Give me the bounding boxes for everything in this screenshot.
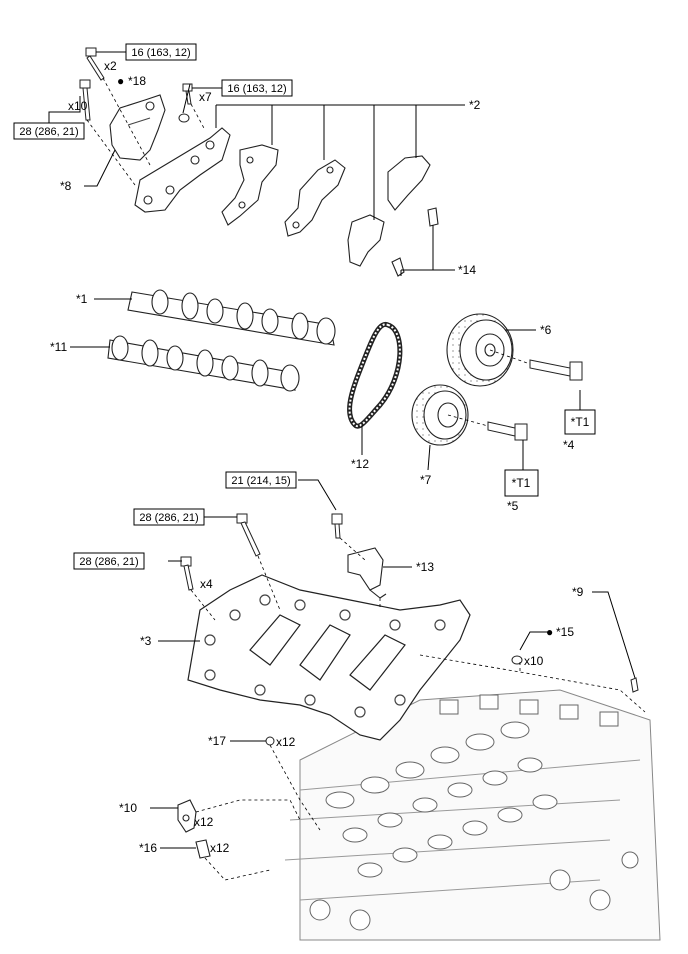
leader-lines — [48, 51, 636, 849]
bolt-tensioner — [331, 513, 343, 539]
assembly-guides — [86, 77, 646, 881]
camshaft-bearing-cap-frame — [187, 574, 471, 741]
spec-box-cover-short — [73, 552, 145, 570]
timing-chain — [347, 321, 403, 429]
qty-rocker-10: x12 — [194, 815, 214, 829]
tool-label-t1-a: *T1 — [571, 415, 590, 429]
bolt-x2 — [85, 47, 105, 81]
qty-housing-left: x10 — [68, 99, 88, 113]
spec-box-housing-top — [125, 43, 197, 61]
qty-cap-bolt: x7 — [199, 90, 212, 104]
torque-cover-short: 28 (286, 21) — [79, 556, 138, 568]
qty-lash-16: x12 — [210, 841, 230, 855]
qty-oring-17: x12 — [276, 735, 296, 749]
spec-box-housing-left — [13, 122, 85, 140]
cylinder-head-assembly — [284, 689, 661, 941]
bolt-t1-a — [529, 359, 583, 381]
non-reusable-mark-18: ● — [117, 74, 124, 88]
camshaft-housing — [109, 94, 231, 213]
tool-label-t1-b: *T1 — [512, 476, 531, 490]
label-16: *16 — [139, 841, 157, 855]
torque-housing-left: 28 (286, 21) — [19, 126, 78, 138]
label-11: *11 — [50, 340, 67, 354]
torque-cap-bolt: 16 (163, 12) — [227, 83, 286, 95]
label-1: *1 — [76, 292, 88, 306]
torque-tensioner: 21 (214, 15) — [231, 475, 290, 487]
lash-adjuster — [195, 839, 211, 859]
bolt-x10 — [79, 79, 91, 121]
label-2: *2 — [469, 98, 481, 112]
camshaft-intake — [107, 335, 300, 392]
oring-15 — [511, 655, 523, 665]
label-6: *6 — [540, 323, 552, 337]
label-8: *8 — [60, 179, 72, 193]
label-10: *10 — [119, 801, 137, 815]
label-12: *12 — [351, 457, 369, 471]
cam-timing-gear-6 — [446, 313, 514, 387]
tool-box-t1-b — [504, 469, 539, 497]
spec-box-cover-long — [133, 508, 205, 526]
torque-spec-boxes — [13, 43, 596, 570]
label-4: *4 — [563, 438, 575, 452]
oring-18 — [178, 113, 190, 123]
bearing-caps — [221, 144, 439, 277]
chain-tensioner — [347, 547, 387, 599]
spec-box-cap-bolt — [221, 79, 293, 97]
qty-housing-top: x2 — [104, 59, 117, 73]
camshaft-exhaust — [127, 289, 336, 346]
label-13: *13 — [416, 560, 434, 574]
oring-17 — [265, 736, 275, 746]
tool-box-t1-a — [564, 409, 596, 435]
bolt-t1-b — [487, 421, 528, 441]
label-7: *7 — [420, 473, 432, 487]
bolt-cover-long — [236, 513, 261, 557]
torque-housing-top: 16 (163, 12) — [131, 47, 190, 59]
pin-9 — [630, 677, 639, 693]
label-3: *3 — [140, 634, 152, 648]
label-17: *17 — [208, 734, 226, 748]
label-5: *5 — [507, 499, 519, 513]
label-14: *14 — [458, 263, 476, 277]
roller-rocker-arm — [177, 799, 197, 833]
label-15: *15 — [556, 625, 574, 639]
cam-timing-gear-7 — [411, 384, 469, 446]
text-layer: 16 (163, 12) 16 (163, 12) 28 (286, 21) 2… — [19, 47, 589, 855]
bolt-cover-short — [180, 556, 194, 591]
torque-cover-long: 28 (286, 21) — [139, 512, 198, 524]
non-reusable-mark-15: ● — [546, 625, 553, 639]
qty-cover-short: x4 — [200, 577, 213, 591]
label-9: *9 — [572, 585, 584, 599]
label-18: *18 — [128, 74, 146, 88]
qty-oring-15: x10 — [524, 654, 544, 668]
spec-box-tensioner — [225, 471, 297, 489]
